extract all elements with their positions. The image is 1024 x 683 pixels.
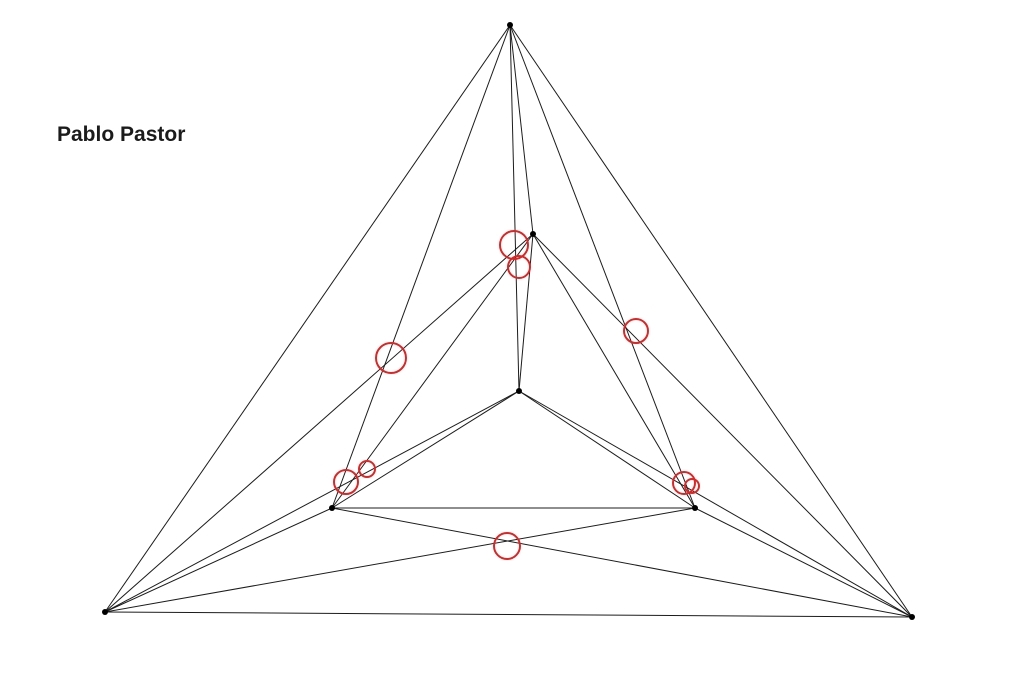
graph-edge-top-apex--inner-top [509,24,534,235]
graph-edge-inner-top--inner-bottom-left [331,233,534,509]
crossing-marker-4 [375,342,407,374]
graph-edge-center--outer-bottom-left [104,390,520,613]
graph-vertex-outer-bottom-right [909,614,915,620]
graph-edge-top-apex--inner-bottom-right [509,24,696,509]
graph-vertex-inner-bottom-left [329,505,335,511]
crossing-marker-3 [623,318,649,344]
graph-edge-inner-bottom-left--outer-bottom-right [331,507,913,618]
graph-edge-inner-bottom-right--outer-bottom-left [104,507,696,613]
graph-edge-center--inner-bottom-left [331,390,520,509]
graph-edge-center--inner-bottom-right [518,390,696,509]
crossing-marker-6 [333,469,359,495]
graph-vertex-inner-top [530,231,536,237]
crossing-marker-2 [507,255,531,279]
crossing-marker-1 [499,230,529,260]
graph-edge-top-apex--outer-bottom-right [509,24,913,618]
graph-edge-top-apex--center [509,24,520,392]
graph-edge-inner-top--outer-bottom-right [532,233,913,618]
graph-edge-inner-top--center [518,233,534,392]
author-label: Pablo Pastor [57,123,186,146]
graph-edge-center--outer-bottom-right [518,390,913,618]
crossing-marker-5 [358,460,376,478]
graph-vertex-inner-bottom-right [692,505,698,511]
graph-edge-inner-bottom-right--outer-bottom-right [694,507,913,618]
graph-edge-inner-bottom-left--outer-bottom-left [104,507,333,613]
graph-edge-top-apex--inner-bottom-left [331,24,511,509]
graph-edge-top-apex--outer-bottom-left [104,24,511,613]
graph-edge-outer-bottom-left--outer-bottom-right [104,611,913,618]
graph-vertex-top-apex [507,22,513,28]
graph-vertex-outer-bottom-left [102,609,108,615]
crossing-marker-9 [493,532,521,560]
graph-vertex-center [516,388,522,394]
graph-edge-inner-top--inner-bottom-right [532,233,696,509]
graph-edge-inner-top--outer-bottom-left [104,233,534,613]
crossing-marker-7 [672,471,696,495]
crossing-marker-8 [684,478,700,494]
